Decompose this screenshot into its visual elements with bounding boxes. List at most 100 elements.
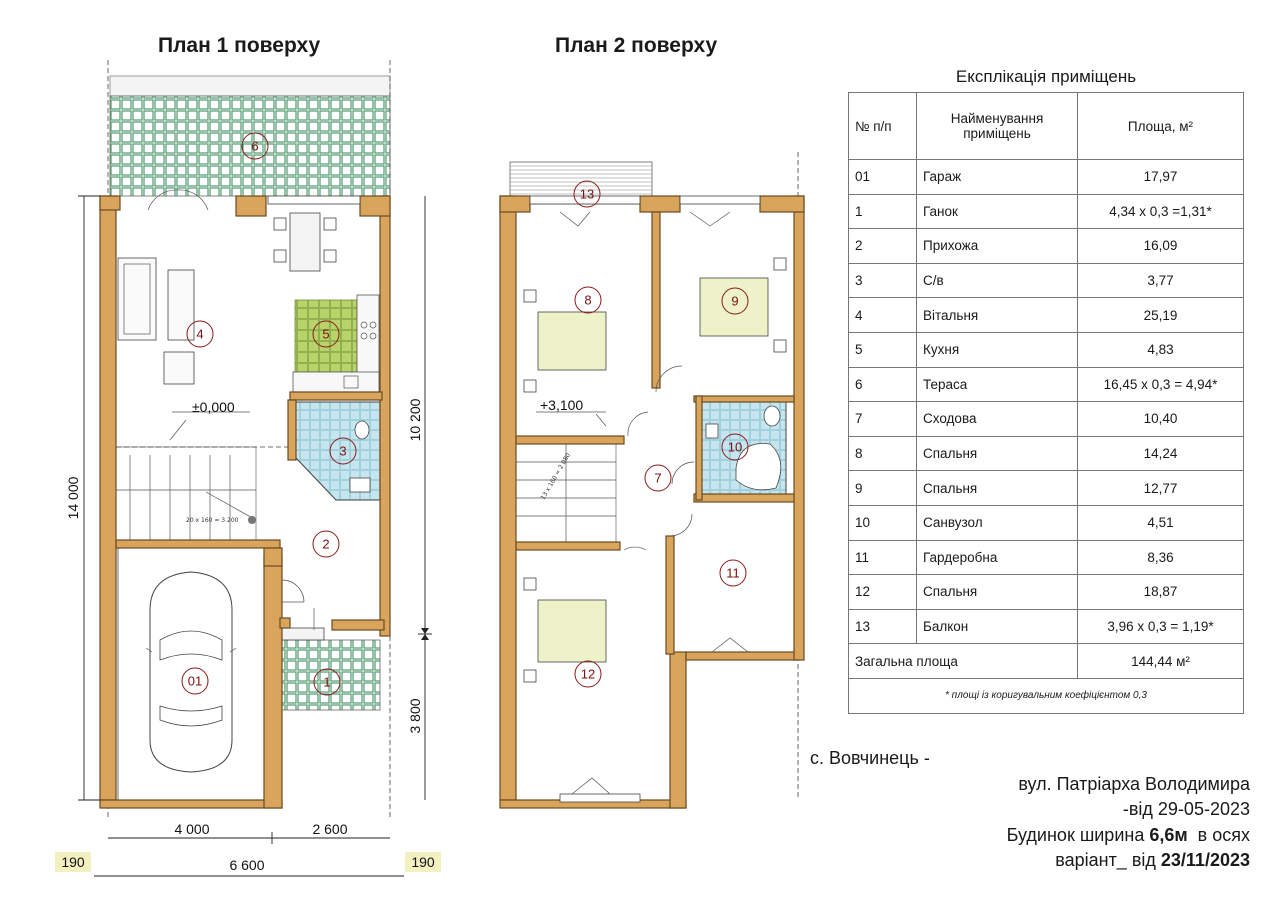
address-date-value: 23/11/2023 [1160, 850, 1250, 871]
floor2-title: План 2 поверху [555, 34, 718, 57]
row-area: 3,96 х 0,3 = 1,19* [1077, 608, 1244, 645]
room-13-label: 13 [580, 187, 594, 202]
terrace-floor [109, 95, 391, 197]
room-10-label: 10 [728, 440, 742, 455]
row-area: 8,36 [1077, 539, 1244, 576]
header-area: Площа, м² [1077, 92, 1244, 160]
row-num: 7 [848, 401, 917, 437]
table-note: * площі із коригувальним коефіцієнтом 0,… [848, 677, 1244, 714]
address-line-2: вул. Патріарха Володимира [1018, 773, 1250, 794]
row-num: 12 [848, 574, 917, 610]
row-num: 13 [848, 608, 917, 645]
address-line-4-suffix: в осях [1187, 824, 1250, 845]
dim-right-offset: 190 [411, 854, 435, 870]
row-name: Балкон [916, 608, 1078, 645]
row-name: Санвузол [916, 504, 1078, 541]
total-label: Загальна площа [848, 643, 1078, 679]
room-9-label: 9 [731, 294, 738, 309]
row-num: 8 [848, 435, 917, 472]
row-name: Гардеробна [916, 539, 1078, 576]
floor1-plan: 20 х 160 = 3 200 [55, 60, 441, 877]
room-8-label: 8 [584, 293, 591, 308]
total-row: Загальна площа 144,44 м² [848, 643, 1244, 679]
address-line-3: -від 29-05-2023 [1122, 799, 1250, 820]
level-mark-floor1: ±0,000 [192, 399, 235, 415]
row-area: 14,24 [1077, 435, 1244, 472]
explication-panel: Експлікація приміщень № п/п Найменування… [848, 62, 1244, 714]
room-7-label: 7 [654, 471, 661, 486]
room-labels-floor2: 13 8 9 10 7 11 12 [573, 180, 749, 688]
room-2-label: 2 [322, 537, 329, 552]
floor1-title: План 1 поверху [158, 34, 321, 57]
dim-lower-length: 3 800 [407, 698, 423, 733]
bed-icon-room12 [537, 599, 607, 663]
room-3-label: 3 [339, 444, 346, 459]
dining-table-icon [289, 212, 321, 272]
row-name: Спальня [916, 574, 1078, 610]
bathtub-icon [735, 443, 782, 491]
row-name: Вітальня [916, 297, 1078, 333]
toilet-icon [354, 420, 370, 440]
room-5-label: 5 [322, 327, 329, 342]
row-area: 4,34 х 0,3 =1,31* [1077, 193, 1244, 230]
row-area: 4,83 [1077, 331, 1244, 368]
stair-floor2: 13 x 160 = 2 080 [515, 443, 617, 543]
dim-total-width: 6 600 [229, 857, 264, 873]
room-12-label: 12 [581, 667, 595, 682]
explication-title: Експлікація приміщень [955, 67, 1137, 86]
row-num: 1 [848, 193, 917, 230]
room-01-label: 01 [188, 674, 202, 689]
note-row: * площі із коригувальним коефіцієнтом 0,… [848, 677, 1244, 714]
bed-icon-room8 [537, 311, 607, 371]
room-6-label: 6 [251, 139, 258, 154]
armchair-icon [163, 351, 195, 385]
row-name: Спальня [916, 470, 1078, 506]
room-11-label: 11 [726, 566, 740, 581]
address-line-4: Будинок ширина 6,6м в осях [810, 823, 1250, 849]
header-num: № п/п [848, 92, 917, 160]
explication-table: № п/п Найменування приміщень Площа, м² 0… [848, 92, 1244, 714]
row-num: 2 [848, 228, 917, 264]
row-num: 9 [848, 470, 917, 506]
car-icon [145, 571, 237, 773]
address-line-4-prefix: Будинок ширина [1006, 824, 1150, 845]
stair-floor1: 20 х 160 = 3 200 [115, 446, 296, 543]
sink-icon [349, 477, 371, 493]
row-name: Гараж [916, 159, 1078, 195]
address-width-value: 6,6м [1149, 824, 1188, 845]
row-name: Прихожа [916, 228, 1078, 264]
row-area: 4,51 [1077, 504, 1244, 541]
stair-note-floor1: 20 х 160 = 3 200 [186, 517, 239, 524]
row-name: Спальня [916, 435, 1078, 472]
address-line-5-prefix: варіант_ від [1055, 850, 1161, 871]
row-num: 6 [848, 366, 917, 403]
row-area: 12,77 [1077, 470, 1244, 506]
row-num: 3 [848, 262, 917, 299]
row-area: 17,97 [1077, 159, 1244, 195]
address-line-5: варіант_ від 23/11/2023 [810, 848, 1250, 874]
total-value: 144,44 м² [1077, 643, 1244, 679]
terrace-canopy [109, 75, 391, 97]
dim-left-offset: 190 [61, 854, 85, 870]
row-num: 5 [848, 331, 917, 368]
dim-left-width: 4 000 [174, 821, 209, 837]
level-mark-floor2: +3,100 [540, 397, 583, 413]
address-line-1: с. Вовчинець - [810, 748, 930, 768]
walls-floor1 [99, 195, 391, 809]
row-num: 11 [848, 539, 917, 576]
row-area: 25,19 [1077, 297, 1244, 333]
row-area: 16,09 [1077, 228, 1244, 264]
